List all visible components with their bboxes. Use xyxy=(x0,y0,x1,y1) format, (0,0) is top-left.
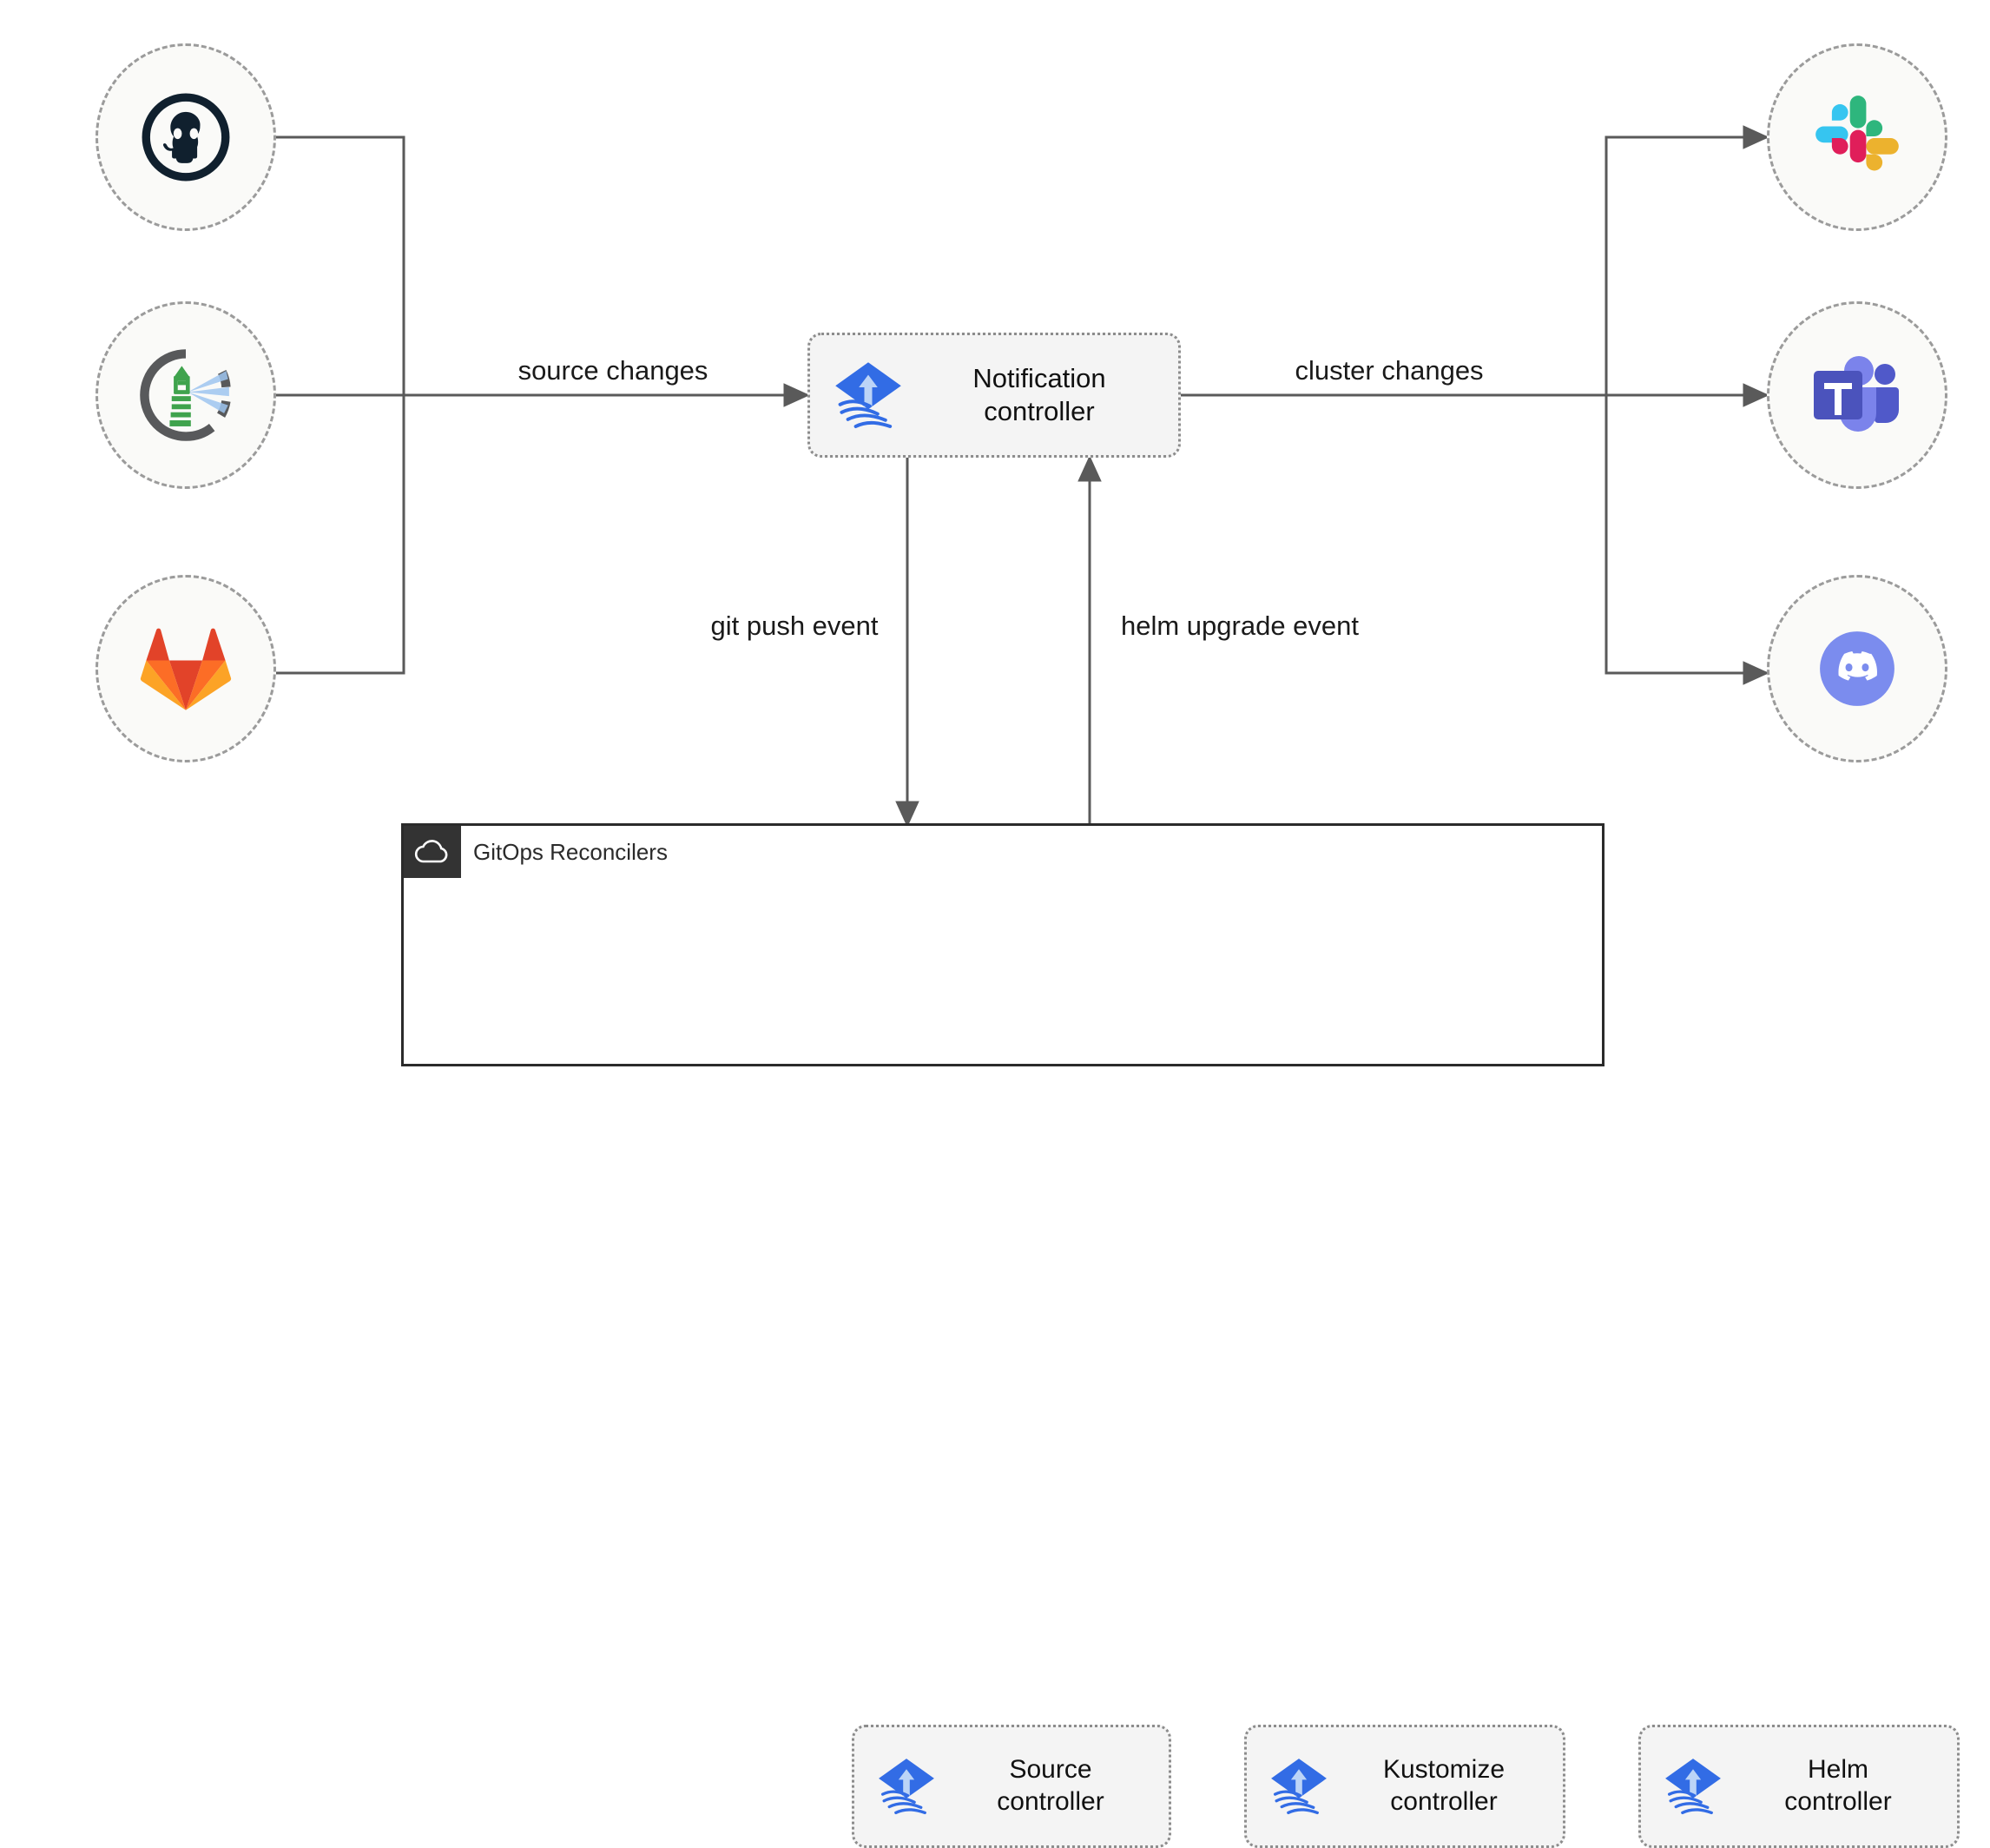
edge-github-to-bus xyxy=(276,135,405,395)
edge-label-helm-upgrade-event: helm upgrade event xyxy=(1120,610,1360,641)
source-node-github[interactable] xyxy=(96,43,276,231)
gitops-reconcilers-tab xyxy=(404,826,461,878)
notification-controller-label: Notification controller xyxy=(972,363,1106,426)
sink-node-discord[interactable] xyxy=(1767,575,1947,762)
discord-icon xyxy=(1820,631,1894,706)
harbor-lighthouse-icon xyxy=(140,349,231,441)
flux-icon xyxy=(829,356,907,434)
source-controller-label: Source controller xyxy=(997,1755,1104,1816)
gitops-reconcilers-title: GitOps Reconcilers xyxy=(473,838,668,865)
helm-controller-label: Helm controller xyxy=(1784,1755,1892,1816)
edge-label-git-push-event: git push event xyxy=(710,610,879,641)
diagram-canvas: Notification controller GitOps Reconcile… xyxy=(96,43,1960,1848)
sink-node-slack[interactable] xyxy=(1767,43,1947,231)
edge-label-source-changes: source changes xyxy=(517,355,708,386)
edge-bus-to-slack xyxy=(1605,125,1769,395)
gitops-reconcilers-group: GitOps Reconcilers Source controller xyxy=(401,823,1960,1848)
github-icon xyxy=(142,93,230,182)
kustomize-controller-label: Kustomize controller xyxy=(1382,1755,1506,1816)
notification-controller-box[interactable]: Notification controller xyxy=(807,333,1181,458)
teams-icon xyxy=(1814,356,1899,432)
sink-node-teams[interactable] xyxy=(1767,301,1947,489)
helm-controller-box[interactable]: Helm controller xyxy=(1638,1725,1960,1848)
source-controller-box[interactable]: Source controller xyxy=(852,1725,1171,1848)
flux-icon xyxy=(1266,1753,1332,1819)
kustomize-controller-box[interactable]: Kustomize controller xyxy=(1244,1725,1565,1848)
flux-icon xyxy=(1660,1753,1726,1819)
source-node-harbor[interactable] xyxy=(96,301,276,489)
source-node-gitlab[interactable] xyxy=(96,575,276,762)
edge-gitlab-to-bus xyxy=(276,395,405,675)
slack-icon xyxy=(1815,96,1899,171)
edge-bus-to-discord xyxy=(1605,395,1769,685)
edge-label-cluster-changes: cluster changes xyxy=(1295,355,1484,386)
gitlab-fox-icon xyxy=(140,628,232,710)
flux-icon xyxy=(873,1753,939,1819)
cloud-icon xyxy=(414,840,448,863)
